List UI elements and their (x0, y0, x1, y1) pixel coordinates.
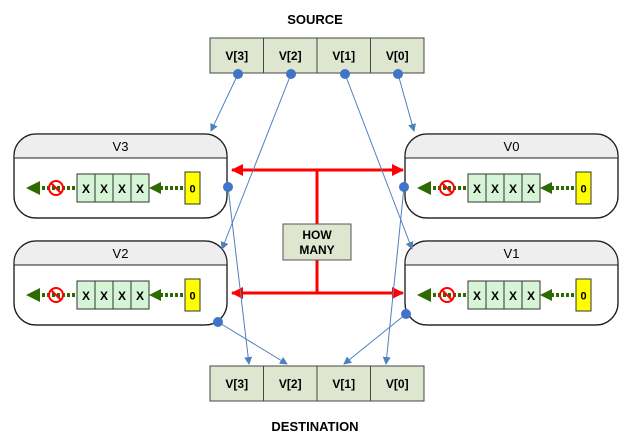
stop-icon (439, 287, 455, 303)
arrow-head-icon (540, 289, 552, 301)
unit-header (14, 134, 227, 158)
link-src-v0-to-v0 (397, 73, 416, 132)
queue-cell-label: X (509, 182, 517, 196)
queue-cell-label: X (509, 289, 517, 303)
counter-box (575, 278, 592, 312)
link-node (223, 182, 233, 192)
destination-cell-label: V[3] (225, 377, 248, 391)
how-many-line-1: HOW (302, 228, 332, 242)
link-node (401, 309, 411, 319)
link-v0-to-dst-v0 (382, 186, 405, 365)
queue-cell-label: X (491, 289, 499, 303)
source-cell (370, 37, 425, 74)
unit-title: V3 (113, 139, 129, 154)
source-cell-label: V[2] (279, 49, 302, 63)
counter-box (184, 171, 201, 205)
queue-cell-label: X (136, 289, 144, 303)
queue-cell-label: X (473, 182, 481, 196)
source-label: SOURCE (287, 12, 343, 27)
counter-box (575, 171, 592, 205)
destination-cell-label: V[2] (279, 377, 302, 391)
link-node (340, 69, 350, 79)
source-cell (263, 37, 318, 74)
stop-icon (48, 287, 64, 303)
stop-icon (439, 180, 455, 196)
counter-value: 0 (580, 291, 586, 303)
link-v3-to-dst-v3 (227, 186, 253, 365)
destination-array: V[3] V[2] V[1] V[0] (209, 365, 425, 402)
queue-cell-label: X (527, 182, 535, 196)
source-array: V[3] V[2] V[1] V[0] (209, 37, 425, 74)
link-src-v1-to-v1 (344, 73, 414, 250)
destination-cell (370, 365, 425, 402)
link-node (393, 69, 403, 79)
link-src-v2-to-v2 (220, 73, 292, 250)
arrow-head-icon (26, 288, 40, 302)
queue-cell-label: X (118, 182, 126, 196)
destination-cell-label: V[0] (386, 377, 409, 391)
source-cell (209, 37, 264, 74)
destination-cell (263, 365, 318, 402)
destination-cell (209, 365, 264, 402)
unit-header (14, 241, 227, 265)
queue-cell-label: X (527, 289, 535, 303)
unit-title: V1 (504, 246, 520, 261)
unit-header (405, 241, 618, 265)
links (210, 69, 416, 365)
arrow-head-icon (417, 288, 431, 302)
queue-cell-label: X (118, 289, 126, 303)
queue-cell-label: X (473, 289, 481, 303)
destination-cell-label: V[1] (332, 377, 355, 391)
arrow-head-icon (149, 182, 161, 194)
arrow-head-icon (26, 181, 40, 195)
link-node (213, 317, 223, 327)
link-node (233, 69, 243, 79)
arrow-head-icon (540, 182, 552, 194)
queue-cell-label: X (100, 289, 108, 303)
counter-box (184, 278, 201, 312)
counter-value: 0 (189, 291, 195, 303)
queue-cell-label: X (136, 182, 144, 196)
destination-cell (316, 365, 371, 402)
unit-title: V2 (113, 246, 129, 261)
destination-label: DESTINATION (271, 419, 358, 434)
unit-title: V0 (504, 139, 520, 154)
source-cell-label: V[1] (332, 49, 355, 63)
queue-cell-label: X (491, 182, 499, 196)
arrow-head-icon (417, 181, 431, 195)
link-node (399, 182, 409, 192)
how-many-box: HOW MANY (282, 223, 352, 261)
queue-cell-label: X (82, 289, 90, 303)
stop-icon (48, 180, 64, 196)
unit-header (405, 134, 618, 158)
link-v1-to-dst-v1 (343, 313, 407, 365)
source-cell-label: V[3] (225, 49, 248, 63)
link-src-v3-to-v3 (210, 73, 239, 132)
arrow-head-icon (149, 289, 161, 301)
source-cell-label: V[0] (386, 49, 409, 63)
how-many-line-2: MANY (299, 243, 334, 257)
link-node (286, 69, 296, 79)
counter-value: 0 (189, 184, 195, 196)
counter-value: 0 (580, 184, 586, 196)
link-v2-to-dst-v2 (217, 321, 288, 365)
queue-cell-label: X (82, 182, 90, 196)
queue-cell-label: X (100, 182, 108, 196)
